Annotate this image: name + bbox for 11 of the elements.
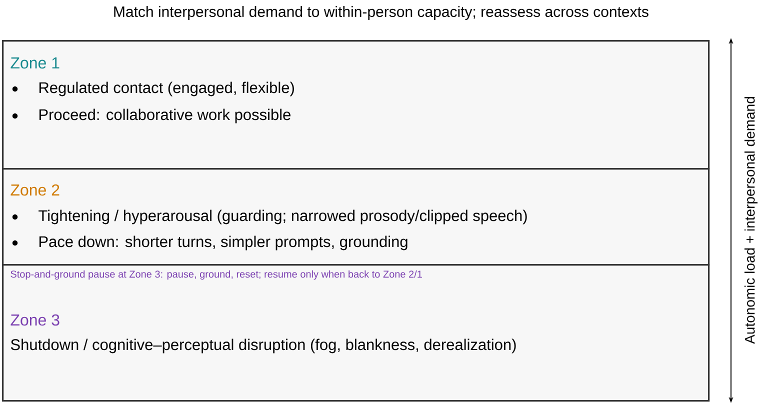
note-text: Stop-and-ground pause at Zone 3: pause, ground, reset; resume only when back to Zone 2/1: [10, 270, 422, 280]
bullet-item: Pace down: shorter turns, simpler prompts, grounding: [12, 236, 408, 250]
zone-heading: Zone 1: [10, 57, 60, 69]
bullet-item: Regulated contact (engaged, flexible): [12, 82, 294, 96]
bullet-item: Proceed: collaborative work possible: [12, 108, 290, 124]
zone-heading: Zone 2: [10, 184, 60, 196]
bullet-item: Tightening / hyperarousal (guarding; narrowed prosody/clipped speech): [12, 210, 527, 224]
zone-heading: Zone 3: [10, 314, 60, 326]
title: Match interpersonal demand to within-person capacity; reassess across contexts: [114, 6, 648, 20]
zone-description: Shutdown / cognitive–perceptual disruption (fog, blankness, derealization): [10, 338, 516, 354]
axis-label: Autonomic load + interpersonal demand: [744, 97, 758, 344]
